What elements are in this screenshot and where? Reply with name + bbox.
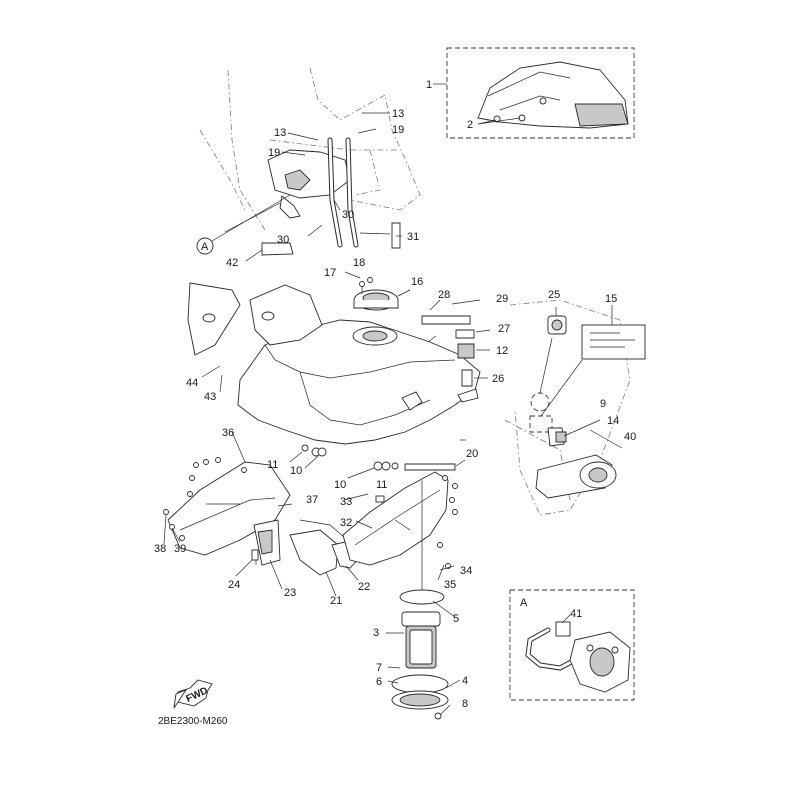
callout-11: 11 — [267, 459, 278, 471]
callout-21: 21 — [330, 595, 342, 607]
label-leaders — [163, 83, 613, 597]
fuel-pump — [386, 480, 461, 720]
callout-38: 38 — [154, 543, 166, 555]
callout-2: 2 — [467, 119, 473, 131]
callout-14: 14 — [607, 415, 619, 427]
detail-a-label: A — [520, 597, 528, 609]
callout-11: 11 — [376, 479, 387, 491]
callout-31: 31 — [407, 231, 419, 243]
callout-27: 27 — [498, 323, 510, 335]
fuel-cap — [353, 277, 411, 311]
callout-39: 39 — [174, 543, 186, 555]
callout-5: 5 — [453, 613, 459, 625]
callout-42: 42 — [226, 257, 238, 269]
callout-23: 23 — [284, 587, 296, 599]
callout-41: 41 — [570, 608, 582, 620]
callout-43: 43 — [204, 391, 216, 403]
callout-10: 10 — [290, 465, 302, 477]
callout-33: 33 — [340, 496, 352, 508]
callout-30: 30 — [277, 234, 289, 246]
callout-4: 4 — [462, 675, 468, 687]
callout-13: 13 — [274, 127, 286, 139]
detail-a-marker — [196, 237, 214, 255]
callout-24: 24 — [228, 579, 240, 591]
callout-7: 7 — [376, 662, 382, 674]
callout-17: 17 — [324, 267, 336, 279]
callout-20: 20 — [466, 448, 478, 460]
callout-30: 30 — [342, 209, 354, 221]
callout-8: 8 — [462, 698, 468, 710]
right-side-cover — [342, 471, 458, 569]
callout-26: 26 — [492, 373, 504, 385]
callout-13: 13 — [392, 108, 404, 120]
callout-12: 12 — [496, 345, 508, 357]
callout-25: 25 — [548, 289, 560, 301]
callout-34: 34 — [460, 565, 472, 577]
callout-28: 28 — [438, 289, 450, 301]
reference-code: 2BE2300-M260 — [158, 716, 228, 727]
callout-3: 3 — [373, 627, 379, 639]
frame-ghost-top — [199, 67, 421, 256]
left-side-cover — [163, 457, 293, 566]
callout-32: 32 — [340, 517, 352, 529]
callout-10: 10 — [334, 479, 346, 491]
callout-22: 22 — [358, 581, 370, 593]
callout-40: 40 — [624, 431, 636, 443]
callout-44: 44 — [186, 377, 198, 389]
callout-6: 6 — [376, 676, 382, 688]
callout-1: 1 — [426, 79, 432, 91]
callout-35: 35 — [444, 579, 456, 591]
callout-15: 15 — [605, 293, 617, 305]
callout-18: 18 — [353, 257, 365, 269]
callout-19: 19 — [392, 124, 404, 136]
detail-a-frame — [509, 589, 635, 701]
callout-37: 37 — [306, 494, 318, 506]
callout-a: A — [201, 241, 209, 253]
mount-bolts — [289, 444, 466, 479]
callout-16: 16 — [411, 276, 423, 288]
part-1-frame — [446, 47, 635, 139]
fuel-tank — [187, 282, 481, 445]
rear-bracket — [421, 299, 491, 387]
callout-19: 19 — [268, 147, 280, 159]
fwd-arrow — [173, 679, 213, 709]
callout-29: 29 — [496, 293, 508, 305]
callout-labels: 1 2 13 13 19 19 30 30 31 42 A 17 18 16 2… — [154, 79, 636, 710]
callout-36: 36 — [222, 427, 234, 439]
right-side-parts — [504, 299, 646, 516]
callout-9: 9 — [600, 398, 606, 410]
